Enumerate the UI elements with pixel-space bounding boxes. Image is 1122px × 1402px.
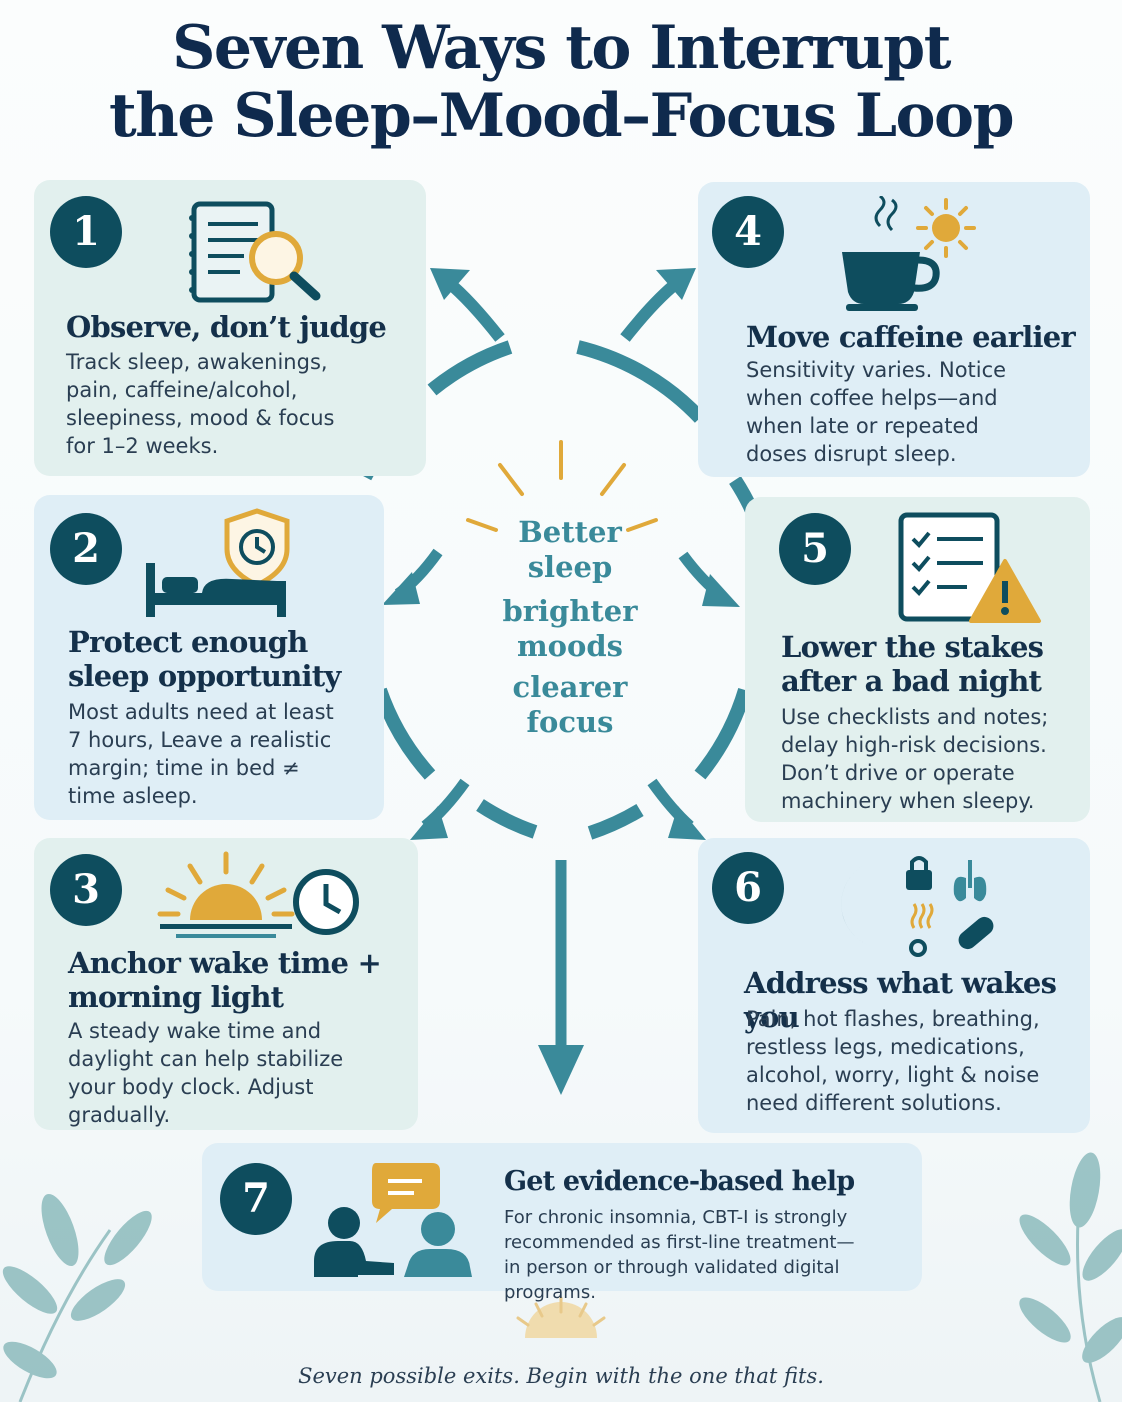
footer-tagline: Seven possible exits. Begin with the one… bbox=[298, 1364, 824, 1388]
title-line-2: the Sleep–Mood–Focus Loop bbox=[108, 81, 1015, 151]
arrows bbox=[382, 268, 740, 1095]
step-number-5: 5 bbox=[779, 513, 851, 585]
step-card-1: 1 Observe, don’t judge Track sleep, awak… bbox=[34, 180, 426, 476]
title-line-1: Seven Ways to Interrupt bbox=[172, 13, 951, 83]
center-text-clearer: clearer bbox=[512, 670, 628, 704]
center-text-sleep: sleep bbox=[527, 550, 613, 584]
step-title-3: Anchor wake time +morning light bbox=[68, 946, 382, 1014]
step-text-6: Pain, hot flashes, breathing,restless le… bbox=[746, 1007, 1040, 1115]
checklist-warning-icon bbox=[898, 512, 1041, 623]
moon-triggers-icon bbox=[841, 856, 994, 957]
step-title-1: Observe, don’t judge bbox=[66, 310, 387, 344]
step-number-6: 6 bbox=[712, 852, 784, 924]
center-text-focus: focus bbox=[526, 705, 614, 739]
step-number-3: 3 bbox=[50, 854, 122, 926]
right-leaves-icon bbox=[1019, 1152, 1122, 1402]
center-text-brighter: brighter bbox=[502, 594, 638, 628]
center-text-better: Better bbox=[518, 515, 622, 549]
step-title-4: Move caffeine earlier bbox=[746, 320, 1076, 354]
step-title-7: Get evidence-based help bbox=[504, 1166, 855, 1197]
step-text-5: Use checklists and notes;delay high-risk… bbox=[781, 705, 1049, 813]
step-number-2: 2 bbox=[50, 513, 122, 585]
page-title: Seven Ways to Interrupt the Sleep–Mood–F… bbox=[0, 14, 1122, 150]
step-number-4: 4 bbox=[712, 196, 784, 268]
left-leaves-icon bbox=[2, 1193, 152, 1402]
step-title-6: Address what wakes you bbox=[744, 966, 1057, 1034]
bottom-sunrise-icon bbox=[516, 1296, 606, 1338]
step-number-1: 1 bbox=[50, 196, 122, 268]
journal-magnifier-icon bbox=[189, 201, 321, 303]
center-text-moods: moods bbox=[517, 629, 623, 663]
bed-shield-clock-icon bbox=[146, 508, 290, 617]
therapy-conversation-icon bbox=[314, 1163, 472, 1277]
coffee-sun-icon bbox=[842, 196, 976, 311]
step-card-4: 4 Move caffeine earlier Sensitivity vari… bbox=[698, 182, 1090, 477]
sunrise-clock-icon bbox=[157, 851, 359, 938]
step-text-1: Track sleep, awakenings,pain, caffeine/a… bbox=[66, 350, 335, 458]
sun-rays bbox=[466, 440, 658, 532]
step-card-3: 3 Anchor wake time +morning light A stea… bbox=[34, 838, 418, 1130]
step-number-7: 7 bbox=[220, 1163, 292, 1235]
step-card-7: 7 Get evidence-based help For chronic in… bbox=[202, 1143, 922, 1303]
step-card-6: 6 Address what wakes you Pain, hot flash… bbox=[698, 838, 1090, 1133]
